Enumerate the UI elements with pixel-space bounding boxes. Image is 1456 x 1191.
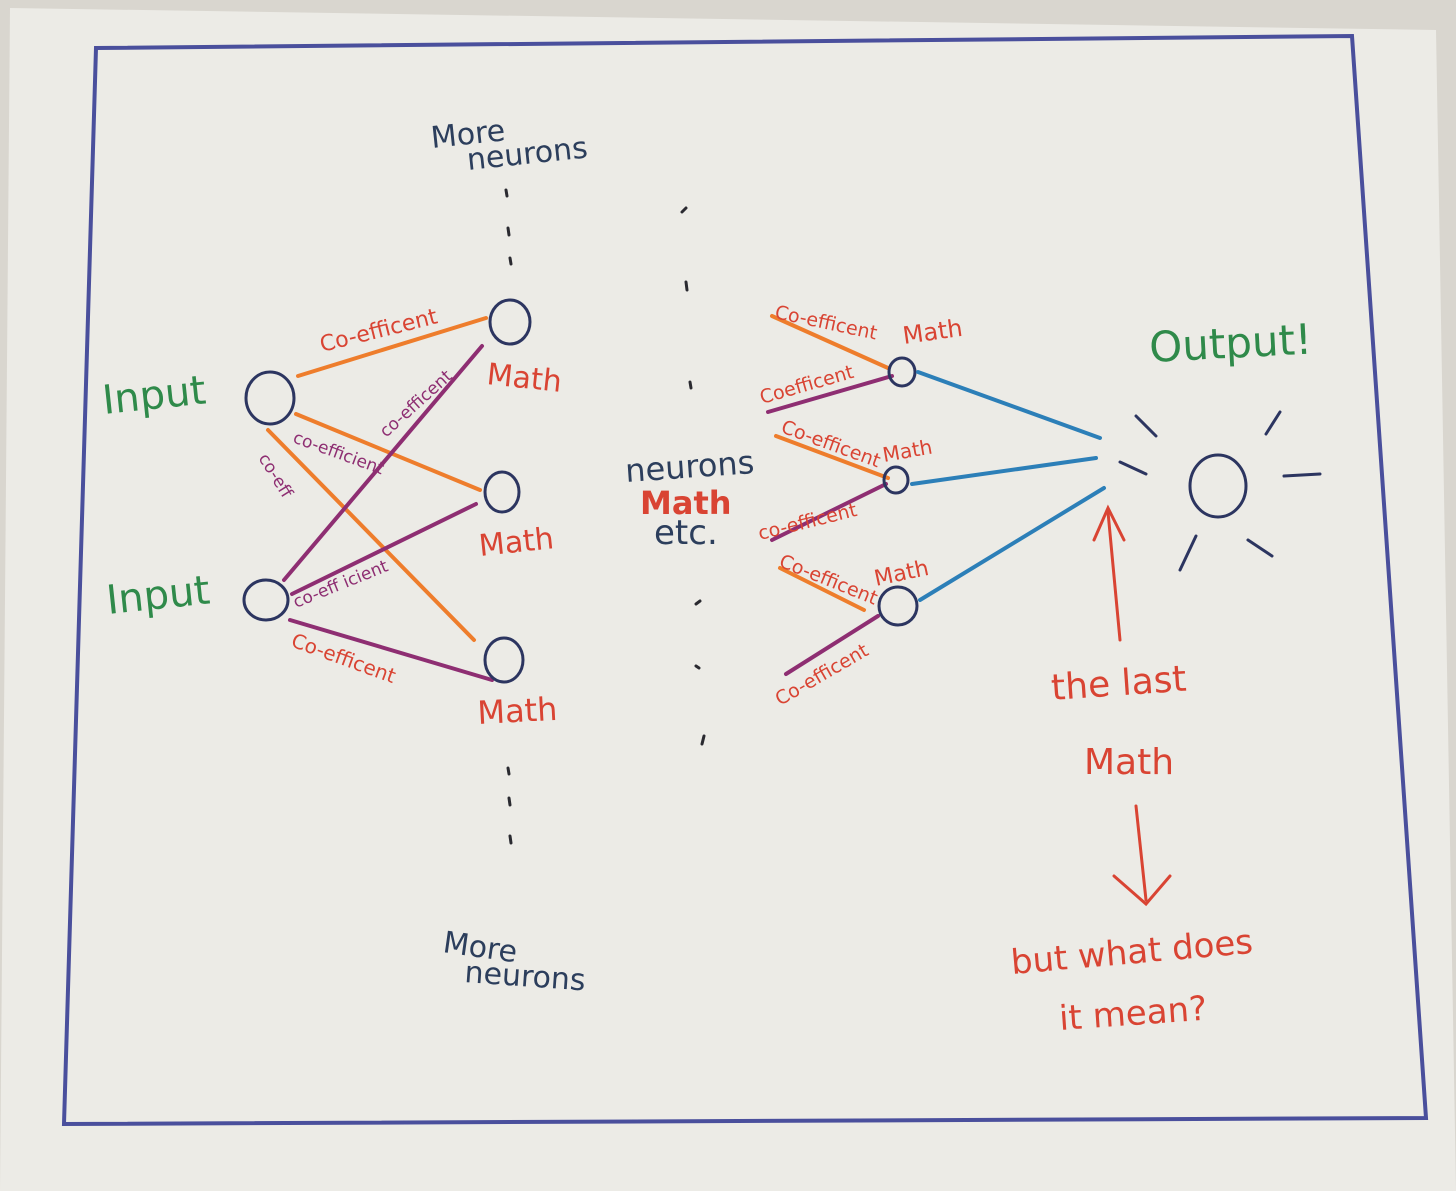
input-label-bottom: Input [104,567,212,624]
hidden1-node-top [488,298,532,346]
hidden1-node-mid [483,470,521,514]
hidden-layer-1 [483,298,532,684]
edge-last-2 [766,374,894,414]
ray [1118,460,1148,476]
hidden-layer-last [877,356,919,627]
input-label-top: Input [100,367,208,424]
more-neurons-bottom-line2: neurons [463,955,586,998]
arrow-down-shaft [1134,804,1148,902]
output-connections [910,370,1106,602]
dot [506,766,511,776]
math-label-layer1-mid: Math [477,521,555,564]
dot [506,226,511,237]
last-node-mid [882,465,910,495]
ray [1282,472,1322,478]
edge-in1-n3 [266,428,476,642]
annotation-the-last: the last [1050,659,1188,709]
dot [694,664,701,670]
output-circle [1188,453,1248,519]
edge-in1-n2 [294,412,482,492]
dot [680,206,688,214]
dot [504,188,509,198]
last-node-bottom [877,585,919,627]
edge-in2-n1 [282,344,484,582]
edge-in1-n1 [296,316,488,378]
annotation-math: Math [1084,742,1174,783]
arrow-up-head [1092,504,1126,542]
dot [507,796,512,807]
output-node [1118,410,1322,572]
frame-border [61,33,1429,1127]
last-layer-connections [766,314,894,676]
input-layer [242,370,296,622]
edge-in2-n2 [290,502,478,596]
ellipsis-dots [504,188,706,845]
dot [684,280,689,292]
ray [1134,414,1158,438]
middle-etc-label: etc. [654,513,718,553]
hidden1-node-bottom [483,636,525,684]
last-node-top [887,356,917,388]
dot [694,599,702,606]
annotation-arrows [1092,504,1172,907]
middle-neurons-label: neurons [624,443,756,490]
more-neurons-top-line1: More [429,113,507,156]
dot [508,256,513,266]
output-label: Output! [1148,315,1313,372]
edge-in2-n3 [288,618,494,682]
paper-sheet [0,8,1456,1191]
ray [1246,538,1274,558]
math-label-layer1-top: Math [485,357,563,400]
ray [1178,534,1198,572]
dot [688,380,693,390]
ray [1264,410,1282,436]
edge-last-3 [774,434,890,480]
edge-last-1 [770,314,890,370]
math-label-layer1-bottom: Math [476,690,558,732]
input-node-top [244,370,296,426]
edge-out-2 [910,456,1098,486]
arrow-up-shaft [1106,510,1122,642]
input-connections [266,316,494,682]
edge-last-6 [784,614,880,676]
arrow-down-head [1112,874,1172,907]
dot [700,734,706,746]
dot [508,834,513,845]
edge-out-3 [918,486,1106,602]
input-node-bottom [242,578,290,622]
edge-out-1 [916,370,1102,440]
middle-math-label: Math [640,484,732,522]
edge-last-4 [770,482,888,542]
edge-last-5 [778,566,866,612]
